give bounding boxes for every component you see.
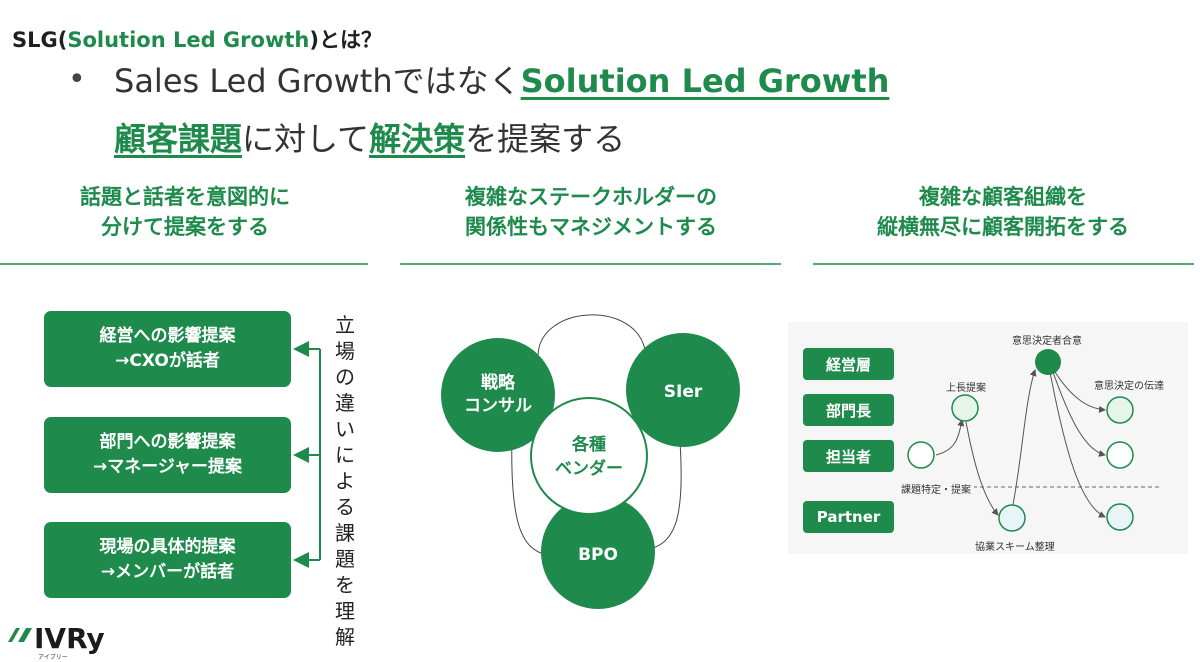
stakeholder-diagram: 戦略 コンサル SIer BPO 各種 ベンダー <box>441 314 740 609</box>
logo-mark-icon <box>8 628 32 642</box>
column-heading-3: 複雑な顧客組織を縦横無尽に顧客開拓をする <box>877 185 1129 239</box>
node-staff <box>907 441 935 469</box>
role-staff: 担当者 <box>803 440 894 472</box>
node-relay-2 <box>1106 441 1134 469</box>
logo-wordmark: IVRy <box>34 622 105 655</box>
bpo-label: BPO <box>578 545 618 565</box>
column-divider-1 <box>0 263 368 265</box>
node-scheme <box>998 504 1026 532</box>
consensus-label: 意思決定者合意 <box>1012 336 1082 347</box>
vendor-node <box>530 397 648 515</box>
role-partner: Partner <box>803 501 894 533</box>
bullet-line-2: 顧客課題に対して解決策を提案する <box>114 120 626 158</box>
level-box-field: 現場の具体的提案→メンバーが話者 <box>44 522 291 598</box>
node-relay-1 <box>1106 396 1134 424</box>
sier-node <box>626 333 740 447</box>
level-box-executive: 経営への影響提案→CXOが話者 <box>44 311 291 387</box>
bullet-line-1: Sales Led GrowthではなくSolution Led Growth <box>114 62 890 100</box>
link-left <box>511 434 549 556</box>
decision-relay-label: 意思決定の伝達 <box>1094 381 1164 392</box>
issue-proposal-label: 課題特定・提案 <box>898 481 974 496</box>
scheme-label: 協業スキーム整理 <box>975 542 1055 553</box>
logo-subtext: アイブリー <box>38 654 68 661</box>
column-divider-3 <box>813 263 1194 265</box>
strategy-label-1: 戦略 <box>481 372 516 393</box>
node-superior <box>951 394 979 422</box>
level-box-department: 部門への影響提案→マネージャー提案 <box>44 417 291 493</box>
strategy-label-2: コンサル <box>464 396 532 416</box>
link-top <box>537 314 646 356</box>
page-title: SLG(Solution Led Growth)とは？ <box>12 28 382 52</box>
sier-label: SIer <box>664 382 703 402</box>
bullet-dot: • <box>68 62 86 97</box>
superior-proposal-label: 上長提案 <box>946 383 986 394</box>
node-relay-3 <box>1106 503 1134 531</box>
column-divider-2 <box>400 263 781 265</box>
column-heading-1: 話題と話者を意図的に分けて提案をする <box>80 185 290 239</box>
bpo-node <box>541 495 655 609</box>
role-department-head: 部門長 <box>803 394 894 426</box>
vendor-label-2: ベンダー <box>555 458 623 479</box>
column-heading-2: 複雑なステークホルダーの関係性もマネジメントする <box>465 185 717 239</box>
strategy-consulting-node <box>441 338 555 452</box>
vertical-label: 立場の違いによる課題を理解 <box>335 313 355 649</box>
role-executive: 経営層 <box>803 348 894 380</box>
vendor-label-1: 各種 <box>571 434 606 455</box>
node-decision <box>1035 349 1061 375</box>
